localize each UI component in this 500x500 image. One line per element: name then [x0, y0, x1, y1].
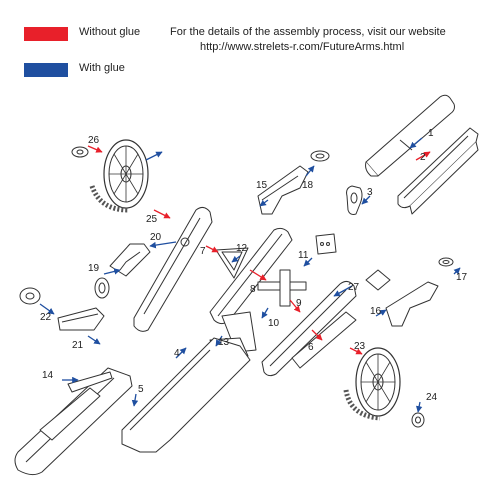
- part-label-27: 27: [348, 282, 360, 293]
- part-label-10: 10: [268, 318, 280, 329]
- arrow-26-red: [87, 145, 103, 153]
- arrow-17-blue: [453, 267, 461, 275]
- arrow-11-blue: [303, 257, 313, 267]
- part-label-8: 8: [250, 284, 256, 295]
- part-6-trail-side: [291, 311, 357, 369]
- part-2-cradle: [397, 127, 479, 215]
- part-11-box: [315, 233, 337, 255]
- arrow-27-blue: [333, 285, 353, 297]
- part-label-17: 17: [456, 272, 468, 283]
- legend-label-without-glue: Without glue: [79, 26, 141, 38]
- arrow-7-red: [205, 245, 219, 253]
- part-9-cross-piece: [257, 269, 307, 307]
- arrow-12-blue: [231, 255, 241, 263]
- arrow-wheel-left-blue: [145, 151, 163, 161]
- part-label-16: 16: [370, 306, 382, 317]
- arrow-24-blue: [415, 401, 423, 413]
- part-15-bracket: [257, 165, 309, 215]
- part-label-23: 23: [354, 341, 366, 352]
- part-20-trail-arm: [133, 206, 213, 332]
- part-label-20: 20: [150, 232, 162, 243]
- part-label-11: 11: [298, 250, 309, 261]
- legend-swatch-without-glue: [24, 27, 68, 41]
- part-label-13: 13: [218, 337, 230, 348]
- part-24-hub-cap: [411, 412, 425, 428]
- part-label-19: 19: [88, 263, 100, 274]
- part-19-wheel: [94, 277, 110, 299]
- part-21-axle: [57, 307, 105, 331]
- part-16-bracket: [385, 281, 439, 327]
- legend-swatch-with-glue: [24, 63, 68, 77]
- part-5-lower-trail: [14, 367, 133, 476]
- arrow-25-red: [153, 209, 171, 219]
- header-instructions: For the details of the assembly process,…: [170, 26, 446, 38]
- arrow-10-blue: [261, 307, 269, 319]
- arrow-2-red: [415, 151, 431, 161]
- arrow-5-blue: [131, 393, 139, 407]
- part-label-4: 4: [174, 348, 180, 359]
- arrow-19-blue: [103, 268, 121, 275]
- arrow-21-blue: [87, 335, 101, 345]
- part-27-diamond: [365, 269, 391, 291]
- part-label-6: 6: [308, 342, 314, 353]
- part-3-small-piece: [346, 185, 363, 215]
- part-4-lower-carriage: [121, 337, 251, 453]
- arrow-4-blue: [175, 347, 187, 359]
- part-19-mount: [109, 243, 151, 277]
- arrow-18-blue: [305, 165, 315, 177]
- part-label-12: 12: [236, 243, 248, 254]
- part-label-14: 14: [42, 370, 54, 381]
- part-23-wheel-right: [343, 347, 401, 421]
- part-22-hub: [19, 287, 41, 305]
- arrow-1-blue: [409, 137, 423, 149]
- arrow-3-blue: [361, 195, 371, 205]
- part-25-wheel-left: [89, 139, 149, 213]
- arrow-23-red: [349, 347, 363, 355]
- legend-label-with-glue: With glue: [79, 62, 125, 74]
- arrow-6-red: [311, 329, 323, 341]
- part-label-25: 25: [146, 214, 158, 225]
- part-label-2: 2: [420, 152, 426, 163]
- arrow-15-blue: [259, 199, 269, 207]
- part-label-15: 15: [256, 180, 268, 191]
- arrow-20-blue: [149, 241, 177, 249]
- part-17-small-wheel: [438, 257, 454, 267]
- part-6-trail-right: [261, 280, 357, 377]
- part-26-hub-cap: [71, 146, 89, 158]
- arrow-13-blue: [215, 335, 223, 347]
- part-label-22: 22: [40, 312, 52, 323]
- part-label-21: 21: [72, 340, 84, 351]
- arrow-16-blue: [375, 309, 387, 317]
- part-14-strip: [67, 371, 113, 393]
- arrow-9-red: [289, 299, 301, 313]
- part-label-9: 9: [296, 298, 302, 309]
- part-label-5: 5: [138, 384, 144, 395]
- part-label-26: 26: [88, 135, 100, 146]
- part-label-24: 24: [426, 392, 438, 403]
- part-18-small-wheel: [310, 150, 330, 162]
- part-label-3: 3: [367, 187, 373, 198]
- part-label-1: 1: [428, 128, 434, 139]
- part-label-18: 18: [302, 180, 314, 191]
- part-8-cylinder: [209, 227, 293, 325]
- header-website-url: http://www.strelets-r.com/FutureArms.htm…: [200, 41, 405, 53]
- arrow-8-red: [249, 269, 267, 281]
- part-label-7: 7: [200, 246, 206, 257]
- part-1-barrel: [365, 94, 455, 177]
- arrow-22-blue: [39, 303, 55, 315]
